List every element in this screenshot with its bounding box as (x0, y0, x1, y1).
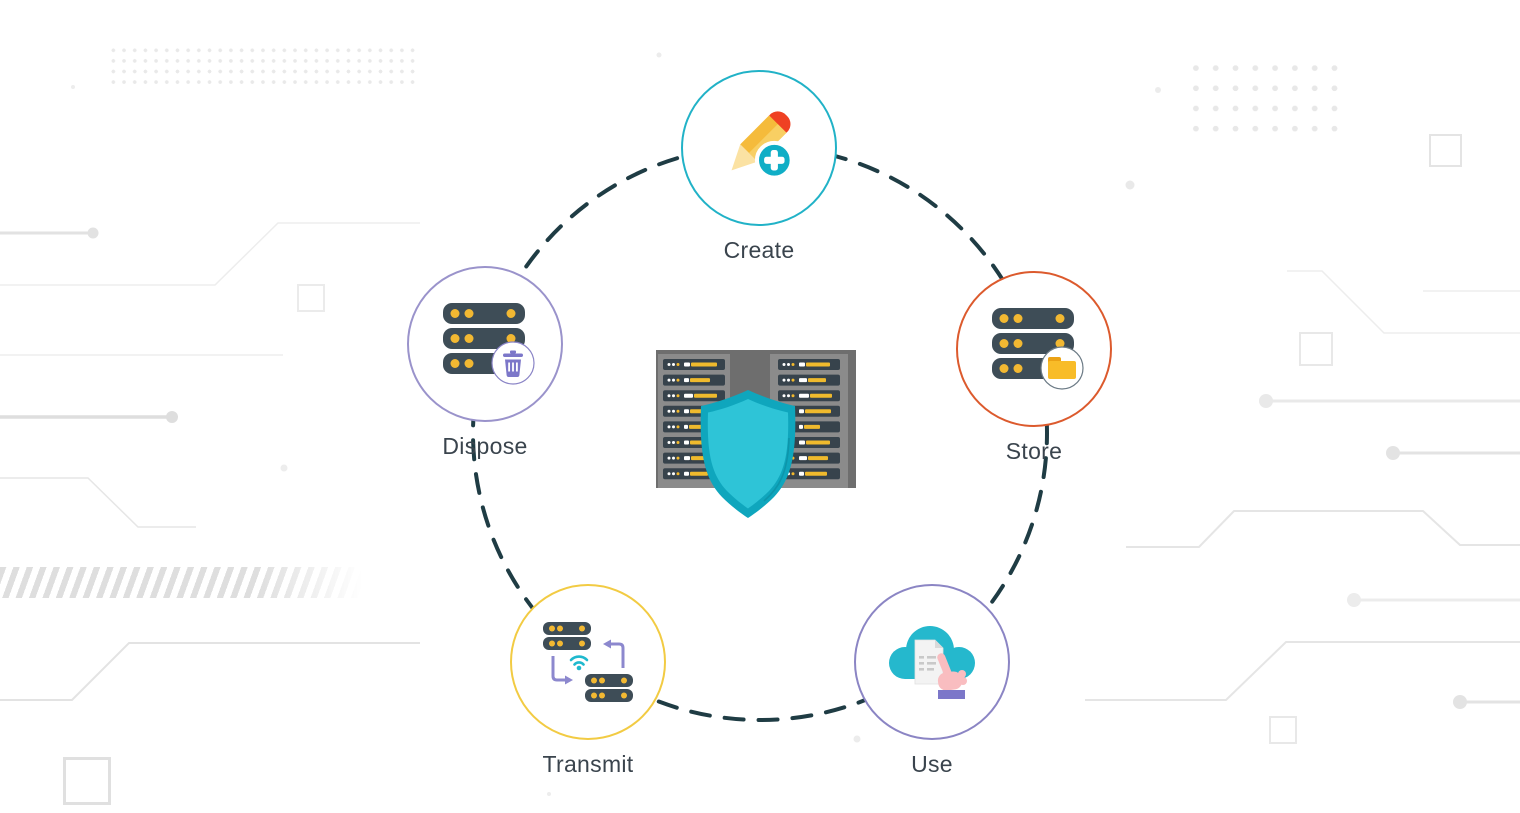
node-label-transmit: Transmit (542, 751, 634, 777)
server-folder-icon (991, 307, 1084, 390)
circuit-line (1287, 270, 1520, 334)
node-label-create: Create (723, 237, 795, 263)
node-label-use: Use (911, 751, 953, 777)
decor-dot (547, 792, 551, 796)
document-icon (914, 639, 944, 685)
circuit-node-dot (166, 411, 178, 423)
decor-square (1269, 716, 1297, 744)
server-transfer-icon (543, 622, 633, 702)
circuit-line (1126, 510, 1520, 548)
decor-dot (656, 52, 662, 58)
server-racks-shield-icon (656, 350, 856, 518)
decor-square (1299, 332, 1333, 366)
use-circle (854, 584, 1010, 740)
pointing-hand-icon (937, 653, 967, 699)
circuit-node-dot (87, 227, 99, 239)
pencil-plus-icon (731, 111, 794, 180)
node-dispose: Dispose (407, 266, 563, 460)
hatch-stripes (0, 567, 366, 598)
node-transmit: Transmit (510, 584, 666, 778)
decor-square (297, 284, 325, 312)
dot-grid-top-right (1186, 58, 1346, 134)
dispose-circle (407, 266, 563, 422)
decor-dot (853, 735, 861, 743)
node-create: Create (681, 70, 837, 264)
transfer-arrows (551, 642, 625, 682)
node-label-dispose: Dispose (442, 433, 528, 459)
server-trash-icon (442, 302, 535, 385)
create-circle (681, 70, 837, 226)
node-use: Use (854, 584, 1010, 778)
decor-dot (280, 464, 288, 472)
node-label-store: Store (1005, 438, 1063, 464)
circuit-line (0, 477, 196, 528)
decor-dot (1125, 180, 1135, 190)
circuit-line (0, 222, 420, 286)
node-store: Store (956, 271, 1112, 465)
decor-square (1429, 134, 1462, 167)
decor-dot (1155, 87, 1161, 93)
circuit-line (1085, 641, 1520, 701)
transmit-circle (510, 584, 666, 740)
wifi-icon (569, 655, 589, 666)
decor-dot (71, 85, 75, 89)
cloud-document-hand-icon (889, 626, 975, 699)
shield-icon (700, 390, 796, 518)
store-circle (956, 271, 1112, 427)
rack-right-rows (778, 359, 840, 480)
dot-grid-top-left (108, 45, 420, 88)
circuit-line (0, 642, 420, 701)
decor-square (63, 757, 111, 805)
